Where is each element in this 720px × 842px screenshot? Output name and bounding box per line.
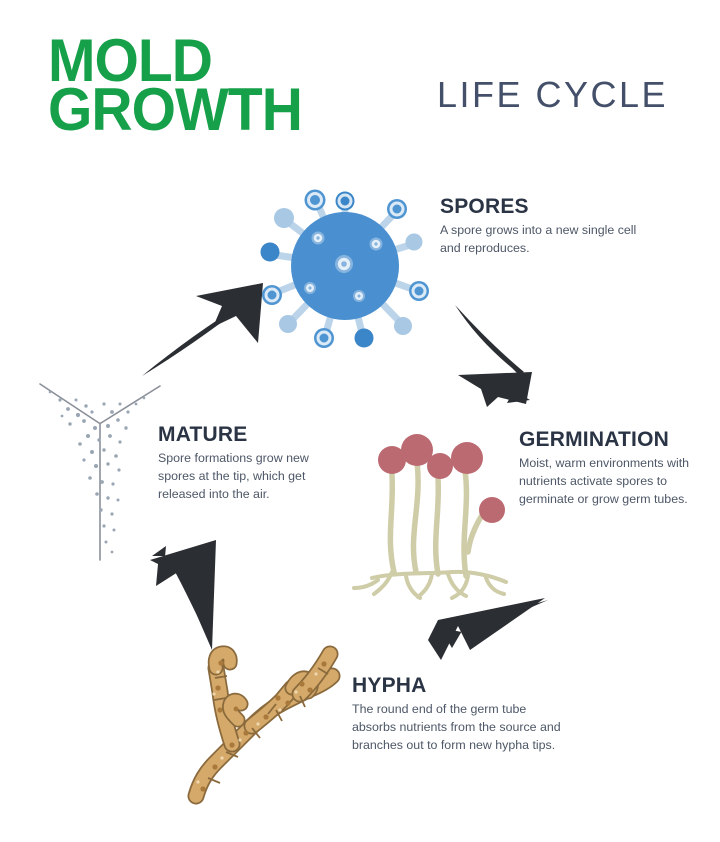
- branching-hypha-illustration: [187, 645, 341, 805]
- arrow-spores-to-germination-head: [458, 372, 532, 407]
- stage-germination-heading: GERMINATION: [519, 428, 669, 451]
- arrow-hypha-to-mature: [152, 546, 212, 646]
- title-line-growth: GROWTH: [48, 76, 303, 144]
- stage-mature-body: Spore formations grow new spores at the …: [158, 451, 309, 502]
- spore-cluster-illustration: [260, 189, 429, 348]
- stage-mature: MATURE Spore formations grow new spores …: [158, 423, 328, 503]
- stage-mature-heading: MATURE: [158, 423, 248, 446]
- stage-hypha: HYPHA The round end of the germ tube abs…: [352, 674, 562, 754]
- stage-spores-body: A spore grows into a new single cell and…: [440, 223, 637, 256]
- wall-corner-spore-release-illustration: [39, 383, 161, 561]
- stage-germination-body: Moist, warm environments with nutrients …: [519, 456, 690, 507]
- arrow-hypha-to-mature-head: [150, 540, 216, 650]
- title-line-mold: MOLD: [48, 27, 213, 94]
- page-title: MOLD GROWTH: [48, 27, 315, 144]
- page-subtitle: LIFE CYCLE: [437, 74, 669, 115]
- sporangia-sprouts-illustration: [352, 434, 508, 600]
- arrow-mature-to-spores: [142, 282, 262, 376]
- cycle-arrows: [142, 282, 548, 660]
- stage-spores-heading: SPORES: [440, 195, 529, 218]
- stage-spores: SPORES A spore grows into a new single c…: [440, 195, 650, 257]
- arrow-mature-to-spores-head: [196, 283, 263, 343]
- stage-hypha-body: The round end of the germ tube absorbs n…: [352, 702, 561, 753]
- arrow-germination-to-hypha-head: [428, 598, 545, 660]
- stage-germination: GERMINATION Moist, warm environments wit…: [519, 428, 715, 508]
- stage-hypha-heading: HYPHA: [352, 674, 427, 697]
